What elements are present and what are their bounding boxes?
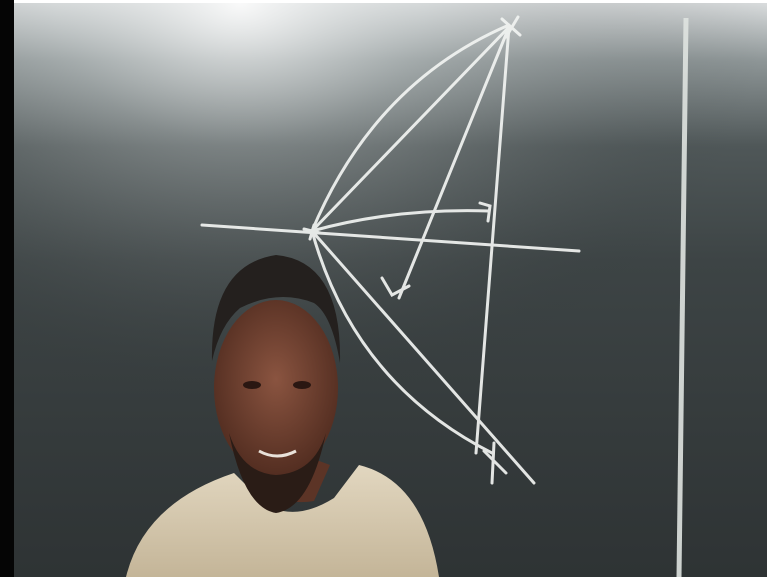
lecturer-right-eye bbox=[293, 381, 311, 389]
chalk-diagram bbox=[200, 15, 581, 485]
lecturer-hair bbox=[211, 255, 341, 363]
lecturer bbox=[126, 255, 439, 577]
chalk-chord-upper bbox=[310, 25, 511, 233]
lecturer-beard bbox=[229, 433, 326, 513]
right-angle-mark-upper bbox=[478, 201, 492, 223]
letterbox-bar bbox=[0, 0, 14, 577]
chalk-perpendicular bbox=[397, 25, 511, 300]
upper-arc bbox=[310, 23, 511, 233]
right-angle-mark bbox=[380, 276, 411, 297]
board-divider bbox=[676, 17, 689, 577]
lecturer-face bbox=[214, 300, 338, 476]
chalk-inner-line bbox=[310, 209, 491, 233]
chalkboard-surface bbox=[14, 3, 767, 577]
chalk-cross-mark bbox=[482, 441, 508, 485]
lecturer-left-eye bbox=[243, 381, 261, 389]
chalk-top-vertex-mark bbox=[500, 15, 522, 39]
chalk-lower-diagonal bbox=[310, 229, 536, 485]
chalk-vertex-mark bbox=[302, 223, 322, 241]
lower-arc bbox=[310, 229, 494, 455]
lecturer-smile bbox=[258, 449, 297, 458]
chalk-vertical-chord bbox=[474, 25, 511, 455]
chalkboard bbox=[14, 3, 767, 577]
lecturer-shirt bbox=[126, 465, 439, 577]
horizontal-chalk-line bbox=[200, 223, 581, 253]
